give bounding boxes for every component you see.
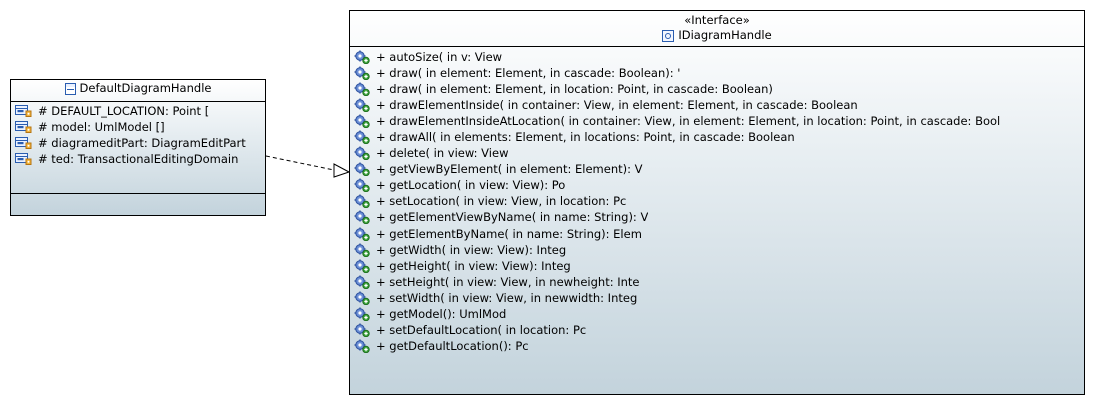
public-operation-icon [354,98,370,112]
class-separator [350,45,1084,47]
operation-text: + getDefaultLocation(): Pc [376,339,529,354]
operation-text: + drawElementInsideAtLocation( in contai… [376,113,1001,128]
operation-text: + setHeight( in view: View, in newheight… [376,274,640,289]
attribute-text: # DEFAULT_LOCATION: Point [ [38,103,210,118]
public-operation-icon [354,339,370,354]
attribute-text: # model: UmlModel [] [38,119,165,134]
operation-text: + setLocation( in view: View, in locatio… [376,194,627,209]
operation-text: + delete( in view: View [376,146,509,161]
attribute-text: # diagrameditPart: DiagramEditPart [38,135,246,150]
public-operation-icon [354,162,370,177]
operation-text: + getModel(): UmlMod [376,307,507,322]
operation-row[interactable]: + setWidth( in view: View, in newwidth: … [354,290,1084,306]
operation-text: + drawElementInside( in container: View,… [376,97,858,112]
operation-row[interactable]: + getElementByName( in name: String): El… [354,226,1084,242]
operation-row[interactable]: + draw( in element: Element, in location… [354,81,1084,97]
operation-row[interactable]: + getWidth( in view: View): Integ [354,242,1084,258]
class-separator [11,100,265,102]
operation-row[interactable]: + getDefaultLocation(): Pc [354,338,1084,354]
class-separator [11,192,265,194]
public-operation-icon [354,178,370,193]
operation-row[interactable]: + getLocation( in view: View): Po [354,177,1084,193]
interface-icon [662,29,675,42]
public-operation-icon [354,243,370,257]
realization-arrowhead [333,163,351,178]
class-box-default-diagram-handle[interactable]: DefaultDiagramHandle # DEFAULT_LOCATION:… [10,79,266,216]
public-operation-icon [354,210,370,225]
operation-row[interactable]: + autoSize( in v: View [354,49,1084,65]
operation-row[interactable]: + delete( in view: View [354,145,1084,161]
realization-line [265,155,335,171]
operation-text: + drawAll( in elements: Element, in loca… [376,130,795,145]
attribute-row[interactable]: # model: UmlModel [] [15,119,265,135]
operation-row[interactable]: + getModel(): UmlMod [354,306,1084,322]
operation-text: + draw( in element: Element, in location… [376,81,773,96]
operation-text: + getViewByElement( in element: Element)… [376,162,643,177]
public-operation-icon [354,114,370,128]
public-operation-icon [354,194,370,209]
attribute-text: # ted: TransactionalEditingDomain [38,151,239,166]
operation-text: + autoSize( in v: View [376,49,503,64]
operation-row[interactable]: + setHeight( in view: View, in newheight… [354,274,1084,290]
public-operation-icon [354,227,370,241]
operation-text: + setDefaultLocation( in location: Pc [376,323,587,338]
class-icon [64,82,76,95]
operation-row[interactable]: + drawElementInside( in container: View,… [354,97,1084,113]
public-operation-icon [354,323,370,338]
operation-text: + setWidth( in view: View, in newwidth: … [376,290,638,305]
public-operation-icon [354,146,370,161]
public-operation-icon [354,275,370,289]
class-name: DefaultDiagramHandle [79,81,212,95]
operation-row[interactable]: + getHeight( in view: View): Integ [354,258,1084,274]
operation-row[interactable]: + setLocation( in view: View, in locatio… [354,193,1084,209]
interface-name: IDiagramHandle [678,28,772,42]
operation-row[interactable]: + getViewByElement( in element: Element)… [354,161,1084,177]
operation-row[interactable]: + getElementViewByName( in name: String)… [354,209,1084,225]
operation-text: + getWidth( in view: View): Integ [376,242,567,257]
public-operation-icon [354,259,370,273]
operations-compartment-empty[interactable] [11,194,265,215]
operation-text: + draw( in element: Element, in cascade:… [376,65,681,80]
public-operation-icon [354,291,370,305]
protected-attribute-icon [15,105,32,118]
operation-text: + getLocation( in view: View): Po [376,178,566,193]
interface-box-idiagram-handle[interactable]: «Interface» IDiagramHandle + autoSize( i… [349,10,1085,395]
public-operation-icon [354,307,370,322]
public-operation-icon [354,82,370,96]
operation-row[interactable]: + draw( in element: Element, in cascade:… [354,65,1084,81]
public-operation-icon [354,50,370,64]
stereotype-label: «Interface» [684,13,750,27]
attribute-row[interactable]: # DEFAULT_LOCATION: Point [ [15,103,265,119]
operation-row[interactable]: + drawAll( in elements: Element, in loca… [354,129,1084,145]
protected-attribute-icon [15,153,32,166]
operation-text: + getElementViewByName( in name: String)… [376,210,649,225]
operation-row[interactable]: + setDefaultLocation( in location: Pc [354,322,1084,338]
public-operation-icon [354,66,370,80]
operation-row[interactable]: + drawElementInsideAtLocation( in contai… [354,113,1084,129]
protected-attribute-icon [15,137,32,150]
operation-text: + getElementByName( in name: String): El… [376,226,642,241]
operation-text: + getHeight( in view: View): Integ [376,258,571,273]
public-operation-icon [354,130,370,145]
attribute-row[interactable]: # diagrameditPart: DiagramEditPart [15,135,265,151]
protected-attribute-icon [15,121,32,134]
attribute-row[interactable]: # ted: TransactionalEditingDomain [15,151,265,167]
